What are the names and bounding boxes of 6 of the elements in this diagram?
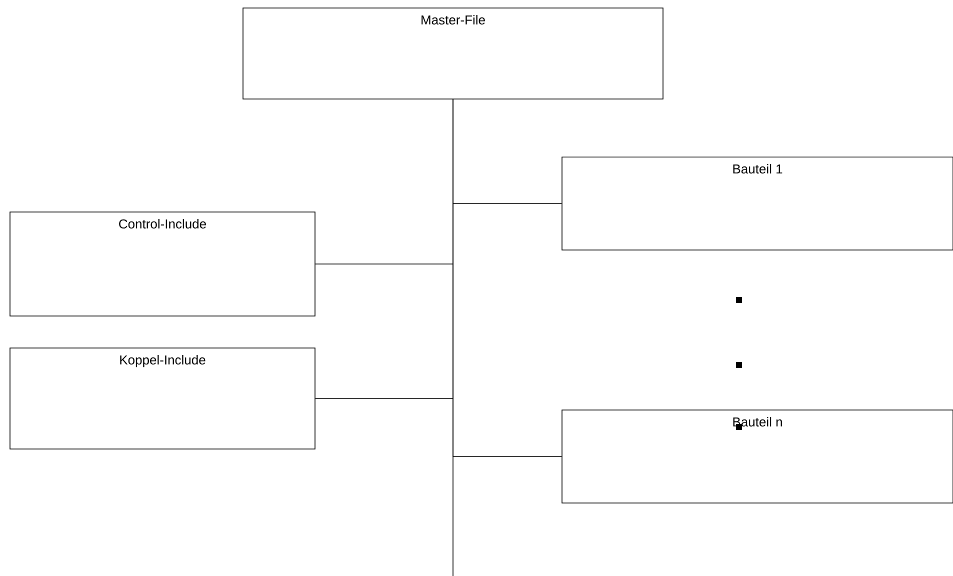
- box: Bauteil 1: [562, 156, 953, 250]
- connector-line: [452, 99, 454, 576]
- box: Master-File: [242, 8, 664, 100]
- box: Bauteil n: [562, 410, 953, 504]
- box: Koppel-Include: [10, 348, 316, 450]
- box: Control-Include: [10, 212, 316, 316]
